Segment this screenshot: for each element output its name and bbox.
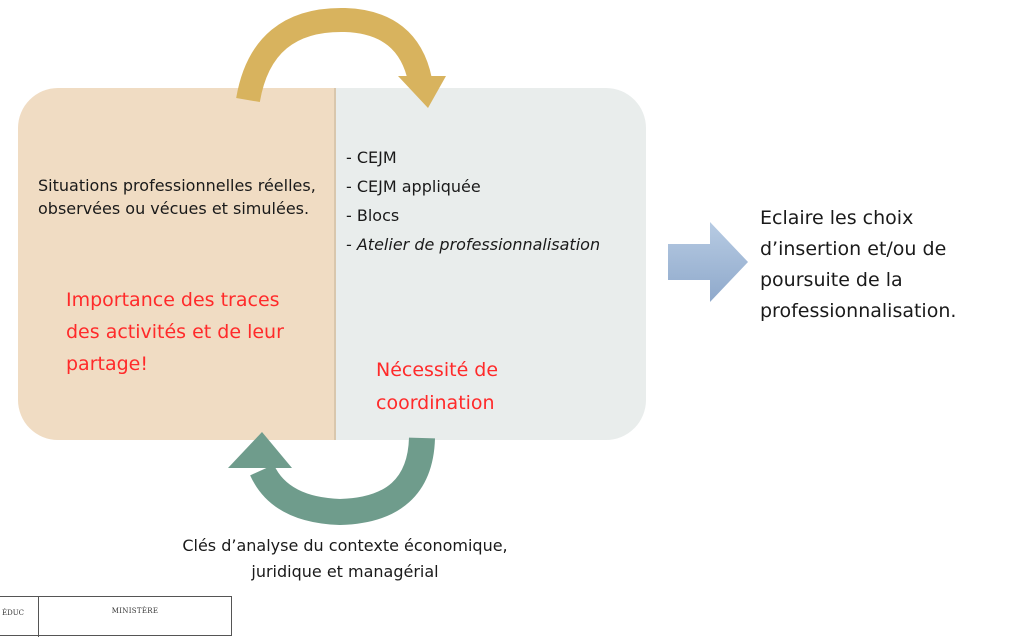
activity-item-atelier: - Atelier de professionnalisation — [346, 235, 601, 254]
situations-text: Situations professionnelles réelles, obs… — [38, 176, 316, 218]
outcome-arrow-icon — [668, 222, 748, 302]
coordination-text: Nécessité de coordination — [376, 359, 499, 414]
logo-divider — [38, 597, 39, 637]
activity-item-cejm-appliquee: - CEJM appliquée — [346, 177, 481, 196]
activities-list: - CEJM - CEJM appliquée - Blocs - Atelie… — [346, 148, 600, 264]
activity-item-blocs: - Blocs — [346, 206, 400, 225]
bottom-cycle-arrow-icon — [228, 432, 435, 526]
outcome-text: Eclaire les choix d’insertion et/ou de p… — [760, 207, 957, 322]
analysis-keys-text: Clés d’analyse du contexte économique, j… — [182, 536, 508, 581]
logo-ministry-text: MINISTÈRE — [111, 607, 159, 615]
logo-left-text: ÉDUC — [2, 609, 24, 617]
cycle-box: Situations professionnelles réelles, obs… — [18, 88, 646, 440]
situations-panel: Situations professionnelles réelles, obs… — [18, 88, 336, 440]
importance-text: Importance des traces des activités et d… — [66, 289, 284, 375]
activities-panel: - CEJM - CEJM appliquée - Blocs - Atelie… — [336, 88, 646, 440]
ministry-logo: ÉDUC MINISTÈRE — [0, 596, 232, 637]
activity-item-cejm: - CEJM — [346, 148, 397, 167]
